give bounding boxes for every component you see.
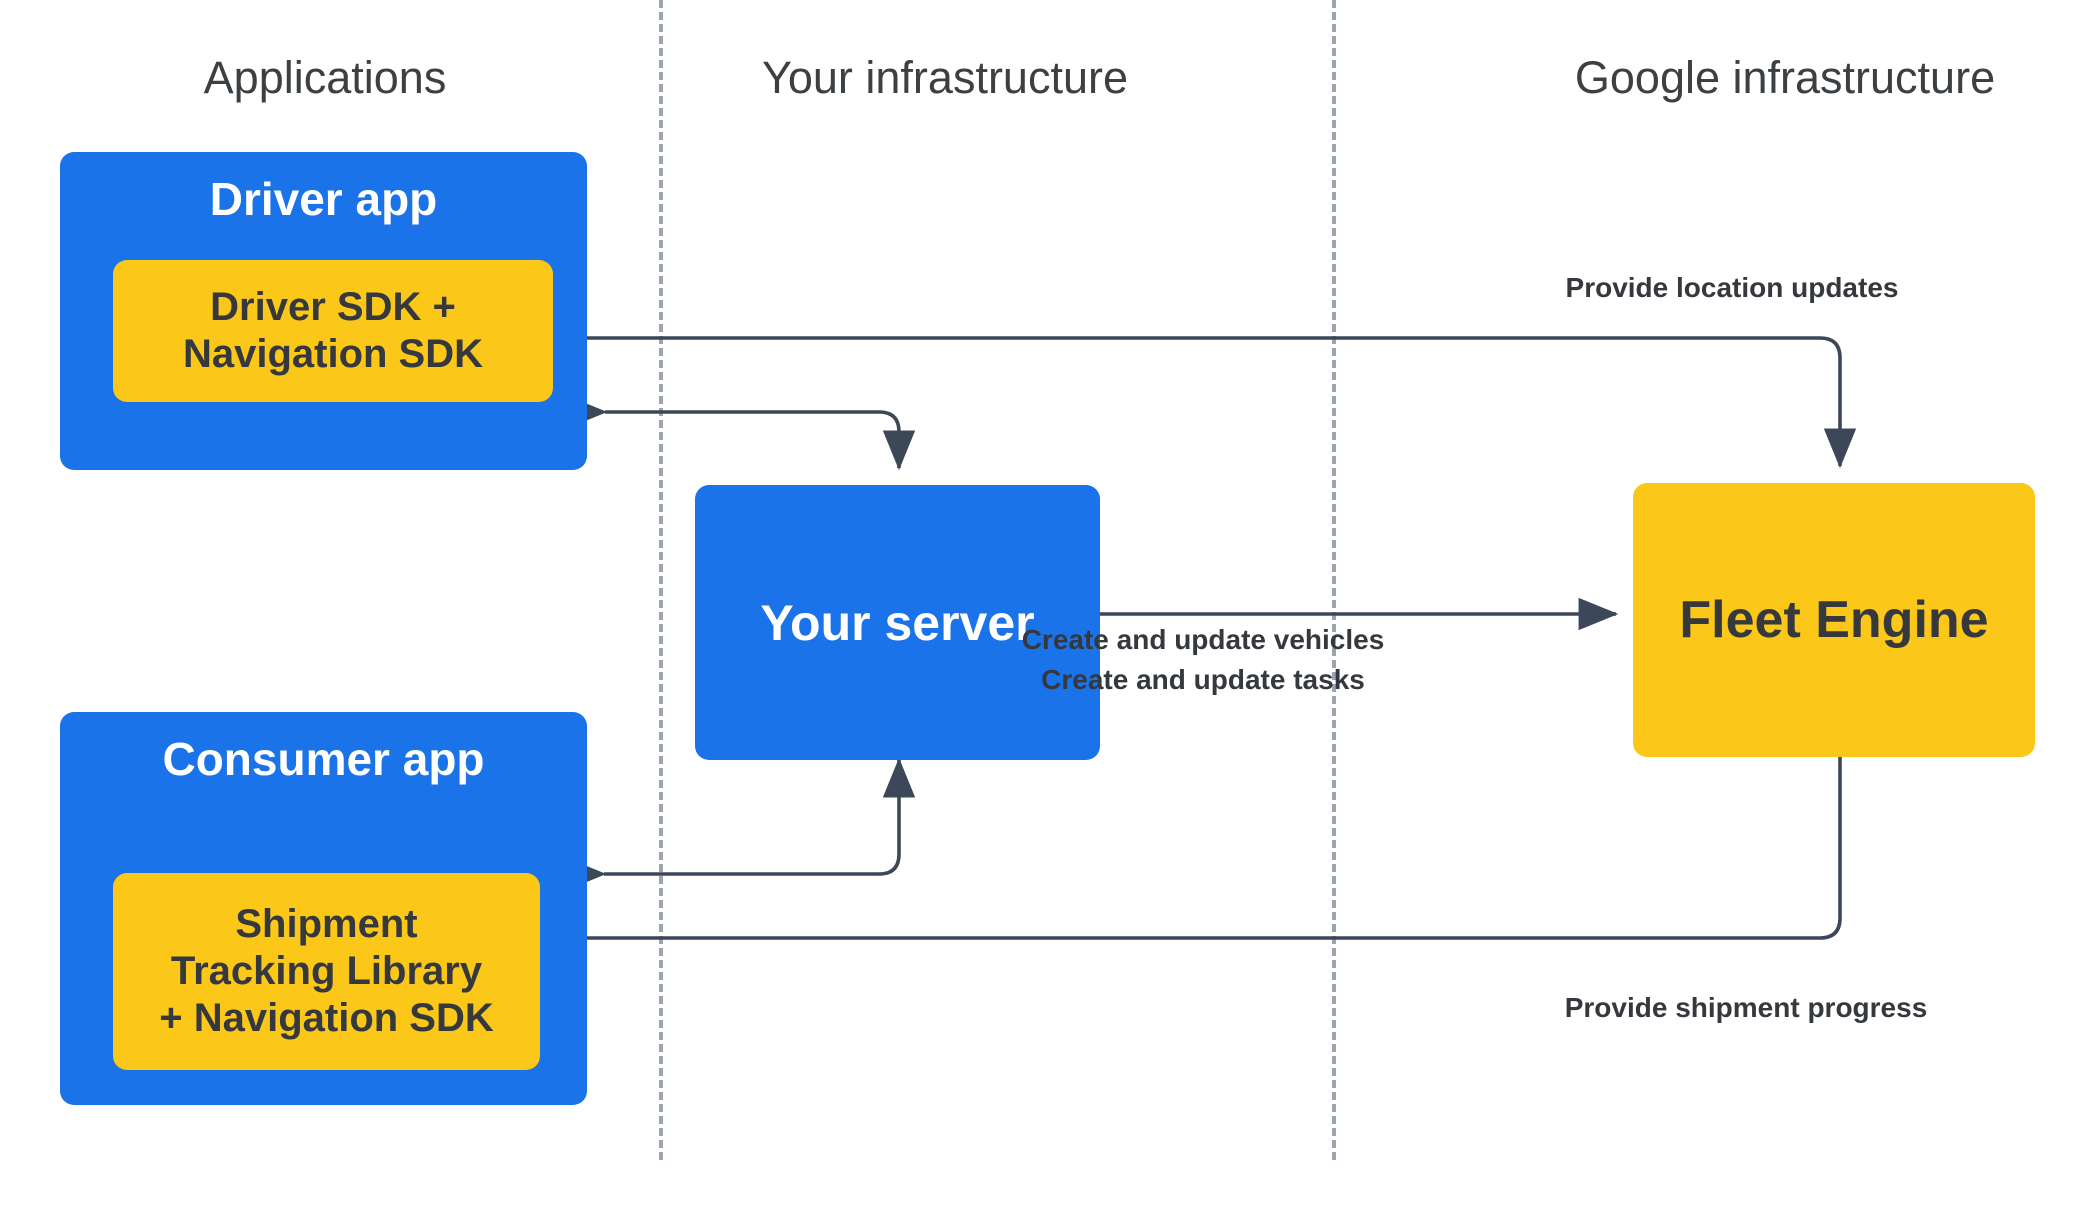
node-fleet-engine[interactable]: Fleet Engine bbox=[1633, 483, 2035, 757]
edge-server-to-driver bbox=[567, 395, 916, 471]
edge-label-provide-location-updates: Provide location updates bbox=[1565, 272, 1899, 303]
edge-server-to-consumer bbox=[566, 757, 916, 891]
edge-label-create-update-vehicles: Create and update vehicles bbox=[1021, 624, 1385, 655]
edge-fleet-to-consumer bbox=[519, 757, 1842, 955]
column-header-google-infrastructure: Google infrastructure bbox=[1574, 52, 1996, 103]
driver-sdk-line-2: Navigation SDK bbox=[182, 332, 484, 376]
node-consumer-app[interactable]: Consumer app Shipment Tracking Library +… bbox=[60, 712, 587, 1105]
edge-label-create-update: Create and update vehicles Create and up… bbox=[1022, 623, 1385, 696]
fleet-engine-label: Fleet Engine bbox=[1679, 591, 1989, 649]
your-server-label: Your server bbox=[760, 594, 1035, 651]
consumer-app-title: Consumer app bbox=[162, 733, 485, 785]
edge-label-provide-shipment-progress: Provide shipment progress bbox=[1564, 992, 1928, 1023]
column-header-applications: Applications bbox=[203, 52, 447, 103]
node-shipment-tracking-library[interactable]: Shipment Tracking Library + Navigation S… bbox=[113, 873, 540, 1070]
edge-fleet-to-driver bbox=[532, 321, 1857, 469]
shipment-library-line-3: + Navigation SDK bbox=[159, 996, 494, 1041]
driver-sdk-line-1: Driver SDK + bbox=[210, 284, 456, 329]
divider-google-infrastructure bbox=[1332, 0, 1336, 1160]
shipment-library-line-2: Tracking Library bbox=[170, 948, 483, 993]
node-driver-sdk[interactable]: Driver SDK + Navigation SDK bbox=[113, 260, 553, 402]
driver-app-title: Driver app bbox=[209, 173, 438, 225]
divider-your-infrastructure bbox=[659, 0, 663, 1160]
edge-label-create-update-tasks: Create and update tasks bbox=[1041, 663, 1365, 695]
node-driver-app[interactable]: Driver app Driver SDK + Navigation SDK bbox=[60, 152, 587, 470]
column-header-your-infrastructure: Your infrastructure bbox=[761, 52, 1129, 103]
shipment-library-line-1: Shipment bbox=[235, 901, 418, 946]
node-your-server[interactable]: Your server bbox=[695, 485, 1100, 760]
